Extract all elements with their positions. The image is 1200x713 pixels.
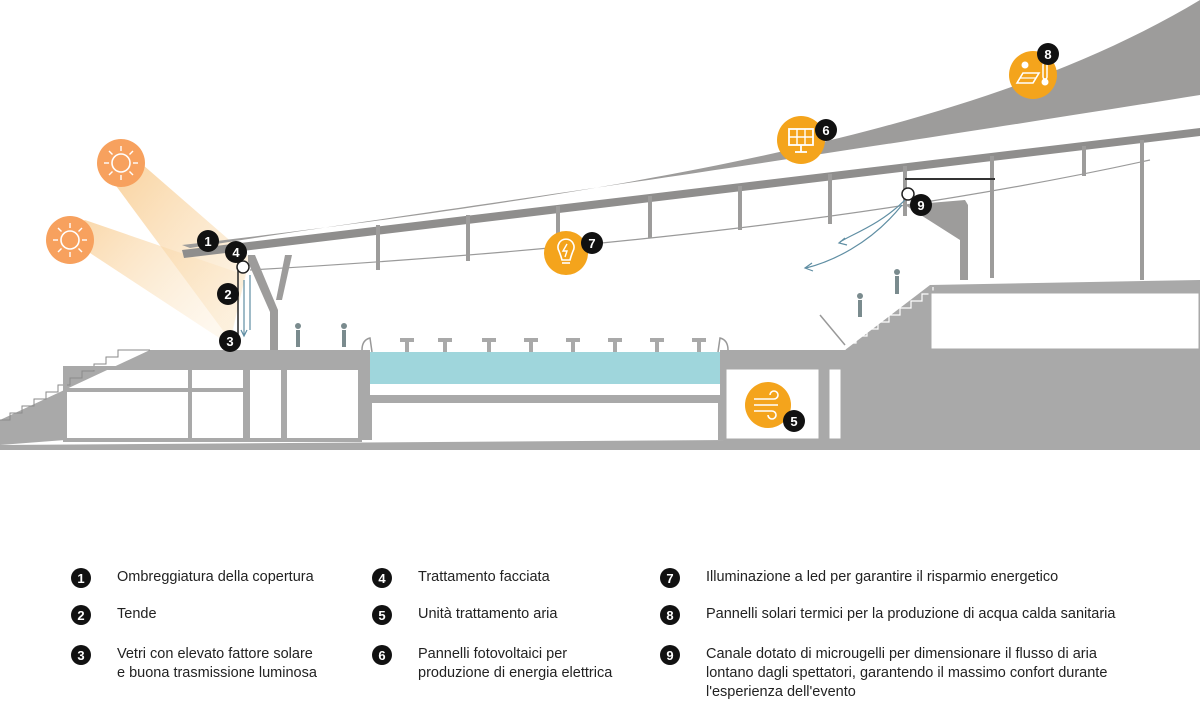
- legend-item-1: 1 Ombreggiatura della copertura: [71, 568, 314, 588]
- left-room-frames: [63, 366, 362, 442]
- legend-label: Illuminazione a led per garantire il ris…: [706, 569, 1059, 585]
- service-shaft: [826, 366, 844, 442]
- svg-text:7: 7: [588, 236, 595, 251]
- legend-number: 5: [372, 605, 392, 625]
- pool-ladder-right: [717, 337, 729, 353]
- roof: [182, 0, 1200, 248]
- legend-item-8: 8 Pannelli solari termici per la produzi…: [660, 605, 1115, 625]
- legend-number: 9: [660, 645, 680, 665]
- legend-item-6: 6 Pannelli fotovoltaici per produzione d…: [372, 645, 612, 683]
- solar-panel-icon: [777, 116, 825, 164]
- legend-label: Pannelli solari termici per la produzion…: [706, 606, 1116, 622]
- left-column: [248, 255, 278, 352]
- facade-node: [236, 260, 250, 274]
- svg-text:1: 1: [204, 234, 211, 249]
- legend-label: Pannelli fotovoltaici per produzione di …: [418, 646, 613, 681]
- svg-text:5: 5: [790, 414, 797, 429]
- sun-icon: [46, 216, 94, 264]
- tribune-rail: [819, 314, 846, 346]
- legend-number: 7: [660, 568, 680, 588]
- sun-ray-lower: [58, 220, 245, 345]
- legend-item-4: 4 Trattamento facciata: [372, 568, 550, 588]
- legend-label: Vetri con elevato fattore solare e buona…: [117, 646, 317, 681]
- airflow-arrows: [240, 199, 906, 338]
- duct-node: [901, 187, 915, 201]
- ceiling-line: [249, 159, 1151, 271]
- svg-text:2: 2: [224, 287, 231, 302]
- legend-label: Ombreggiatura della copertura: [117, 569, 314, 585]
- upper-gallery: [928, 290, 1200, 352]
- legend-number: 1: [71, 568, 91, 588]
- right-steps: [844, 287, 934, 350]
- pool-basin: [362, 350, 728, 440]
- building-section-diagram: 1 4 2 3 7 6 8 9 5: [0, 0, 1200, 450]
- legend-number: 2: [71, 605, 91, 625]
- legend-number: 4: [372, 568, 392, 588]
- legend-item-5: 5 Unità trattamento aria: [372, 605, 557, 625]
- person-figure: [295, 269, 900, 347]
- legend-number: 6: [372, 645, 392, 665]
- legend-label: Tende: [117, 606, 157, 622]
- legend-label: Trattamento facciata: [418, 569, 550, 585]
- legend-item-3: 3 Vetri con elevato fattore solare e buo…: [71, 645, 317, 683]
- right-tribune: [0, 280, 1200, 450]
- starting-blocks: [400, 338, 706, 352]
- diagram-marker-7: 7: [581, 232, 603, 254]
- pool-ladder-left: [361, 337, 373, 353]
- sun-icon: [97, 139, 145, 187]
- diagram-marker-4: 4: [225, 241, 247, 263]
- diagram-marker-8: 8: [1037, 43, 1059, 65]
- svg-text:6: 6: [822, 123, 829, 138]
- diagram-marker-9: 9: [910, 194, 932, 216]
- svg-text:3: 3: [226, 334, 233, 349]
- left-tribune: [0, 350, 370, 445]
- wind-icon: [745, 382, 791, 428]
- roof-truss: [182, 128, 1200, 258]
- legend: 1 Ombreggiatura della copertura 2 Tende …: [0, 560, 1200, 710]
- legend-label: Unità trattamento aria: [418, 606, 558, 622]
- diagram-marker-1: 1: [197, 230, 219, 252]
- svg-text:9: 9: [917, 198, 924, 213]
- legend-item-9: 9 Canale dotato di microugelli per dimen…: [660, 645, 1107, 702]
- pool-water: [370, 352, 720, 384]
- svg-text:8: 8: [1044, 47, 1051, 62]
- lightbulb-icon: [544, 231, 588, 275]
- duct-line: [905, 178, 995, 180]
- legend-item-2: 2 Tende: [71, 605, 157, 625]
- right-support: [905, 200, 968, 280]
- diagram-marker-6: 6: [815, 119, 837, 141]
- svg-text:4: 4: [232, 245, 240, 260]
- diagram-marker-2: 2: [217, 283, 239, 305]
- left-brace: [276, 255, 292, 300]
- legend-label: Canale dotato di microugelli per dimensi…: [706, 646, 1108, 700]
- legend-number: 3: [71, 645, 91, 665]
- diagram-marker-3: 3: [219, 330, 241, 352]
- legend-number: 8: [660, 605, 680, 625]
- legend-item-7: 7 Illuminazione a led per garantire il r…: [660, 568, 1058, 588]
- diagram-marker-5: 5: [783, 410, 805, 432]
